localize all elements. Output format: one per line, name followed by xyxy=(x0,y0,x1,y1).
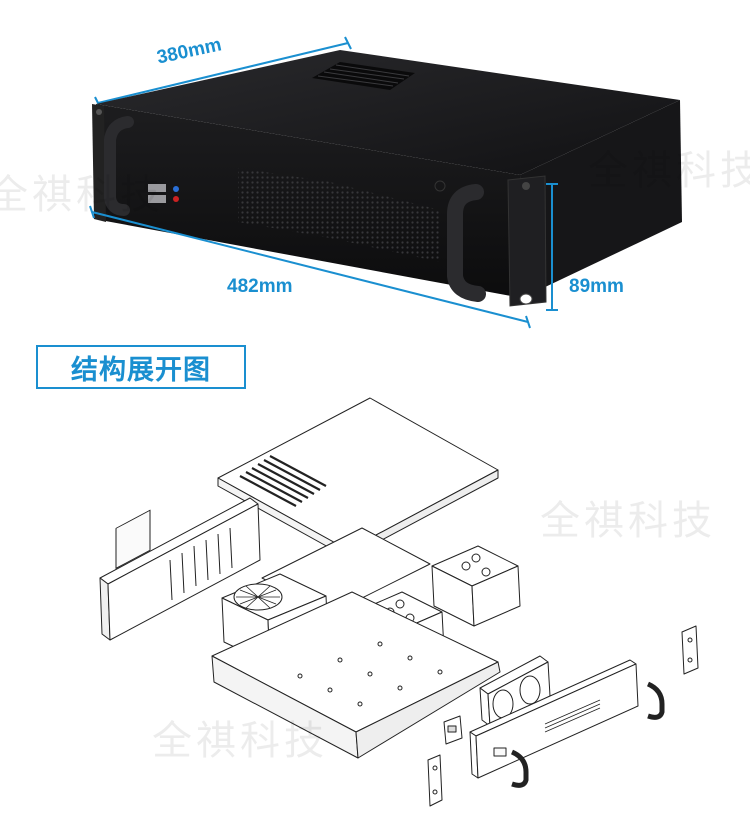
exploded-view xyxy=(99,397,699,807)
depth-dimension-line xyxy=(97,42,349,104)
front-handle-right-icon xyxy=(646,681,665,720)
left-handle xyxy=(104,116,134,216)
chassis-side xyxy=(520,100,682,298)
front-panel xyxy=(469,659,639,779)
top-vent xyxy=(312,62,415,90)
front-usb-ports xyxy=(148,184,179,203)
right-rack-ear xyxy=(507,175,547,307)
chassis-base xyxy=(211,591,501,759)
section-title-box: 结构展开图 xyxy=(36,345,246,389)
right-handle xyxy=(447,184,486,302)
front-grille xyxy=(238,168,440,262)
chassis-top xyxy=(96,50,680,175)
section-title: 结构展开图 xyxy=(71,354,211,386)
rack-ear-right xyxy=(681,625,699,675)
watermark-1: 全祺科技 xyxy=(0,172,164,218)
drive-cage-upper xyxy=(431,545,521,627)
front-handle-left-icon xyxy=(510,749,529,788)
watermark-3: 全祺科技 xyxy=(540,498,716,544)
chassis-photo xyxy=(89,36,682,329)
height-label: 89mm xyxy=(569,276,624,297)
fan-bracket xyxy=(479,655,551,727)
watermark-4: 全祺科技 xyxy=(152,718,328,764)
rack-ear-left xyxy=(427,754,443,807)
watermark-2: 全祺科技 xyxy=(588,148,750,194)
power-button-icon xyxy=(434,180,446,192)
rear-panel xyxy=(99,497,261,641)
width-dimension-line xyxy=(91,211,529,323)
width-label: 482mm xyxy=(227,276,293,297)
io-bracket xyxy=(443,715,463,745)
